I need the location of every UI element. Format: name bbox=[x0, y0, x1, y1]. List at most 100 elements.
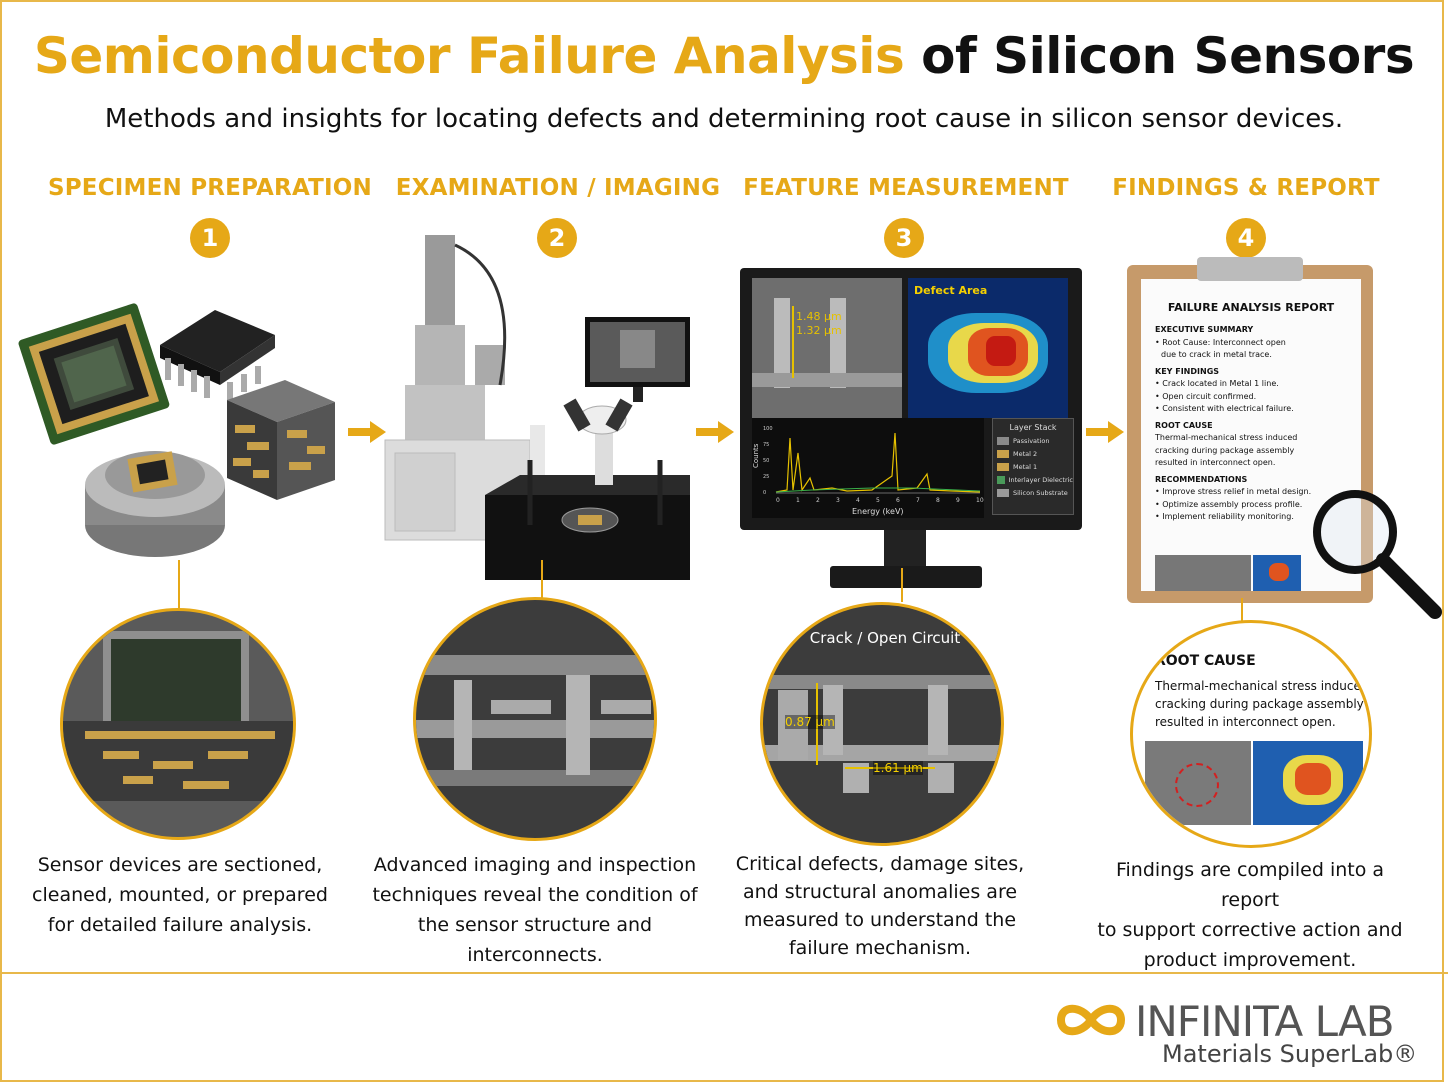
step-4-desc-line: product improvement. bbox=[1143, 949, 1357, 971]
sem-cross-section-panel: 1.48 µm 1.32 µm bbox=[752, 278, 902, 418]
report-rec-line: • Implement reliability monitoring. bbox=[1155, 512, 1294, 521]
defect-heatmap-panel: Defect Area bbox=[908, 278, 1068, 418]
defect-area-label: Defect Area bbox=[914, 284, 988, 297]
zoom-heatmap-image bbox=[1253, 741, 1363, 825]
report-clipboard: FAILURE ANALYSIS REPORT EXECUTIVE SUMMAR… bbox=[1127, 257, 1373, 603]
measurement-label-1: 0.87 µm bbox=[785, 715, 835, 729]
zoom-circle-specimen bbox=[60, 608, 296, 840]
layer-label: Metal 1 bbox=[1013, 463, 1038, 471]
layer-label: Metal 2 bbox=[1013, 450, 1038, 458]
step-3-desc-line: measured to understand the bbox=[743, 909, 1017, 931]
title-rest: of Silicon Sensors bbox=[921, 27, 1415, 85]
spectrum-x-tick: 1 bbox=[796, 497, 800, 504]
layer-color-swatch bbox=[997, 463, 1009, 471]
specimen-devices-illustration bbox=[18, 303, 335, 557]
step-4-description: Findings are compiled into a report to s… bbox=[1085, 855, 1415, 975]
spectrum-x-tick: 5 bbox=[876, 497, 880, 504]
image-sensor-chip bbox=[18, 303, 170, 445]
report-heatmap-thumbnail bbox=[1253, 555, 1301, 591]
report-root-line: Thermal-mechanical stress induced bbox=[1155, 433, 1298, 442]
arrow-right-icon bbox=[696, 421, 734, 443]
report-key-line: • Crack located in Metal 1 line. bbox=[1155, 379, 1279, 388]
layer-color-swatch bbox=[997, 437, 1009, 445]
step-3-desc-line: failure mechanism. bbox=[788, 937, 972, 959]
zoom-root-cause-head: ROOT CAUSE bbox=[1155, 653, 1256, 669]
zoom-circle-report: ROOT CAUSE Thermal-mechanical stress ind… bbox=[1130, 620, 1372, 848]
spectrum-y-tick: 75 bbox=[763, 442, 769, 448]
spectrum-y-tick: 25 bbox=[763, 474, 769, 480]
layer-stack-item: Metal 2 bbox=[997, 450, 1073, 458]
title-highlight: Semiconductor Failure Analysis bbox=[33, 27, 905, 85]
step-4-desc-line: Findings are compiled into a report bbox=[1115, 859, 1385, 911]
logo-name: INFINITA LAB bbox=[1135, 997, 1395, 1046]
report-exec-head: EXECUTIVE SUMMARY bbox=[1155, 325, 1254, 334]
arrow-right-icon bbox=[1086, 421, 1124, 443]
step-4-desc-line: to support corrective action and bbox=[1097, 919, 1403, 941]
zoom-root-cause-line: cracking during package assembly bbox=[1155, 697, 1364, 711]
layer-stack-item: Passivation bbox=[997, 437, 1073, 445]
step-3-number: 3 bbox=[884, 218, 924, 258]
spectrum-x-tick: 2 bbox=[816, 497, 820, 504]
measurement-label-2: 1.61 µm bbox=[873, 761, 923, 775]
connector-line-1 bbox=[178, 560, 180, 618]
step-2-desc-line: techniques reveal the condition of bbox=[372, 884, 698, 906]
spectrum-x-tick: 9 bbox=[956, 497, 960, 504]
report-root-line: resulted in interconnect open. bbox=[1155, 458, 1276, 467]
spectrum-y-tick: 0 bbox=[763, 490, 766, 496]
spectrum-x-tick: 7 bbox=[916, 497, 920, 504]
footer-divider bbox=[0, 972, 1448, 974]
soic-package bbox=[160, 310, 275, 400]
step-3-desc-line: Critical defects, damage sites, bbox=[735, 853, 1025, 875]
report-exec-line: • Root Cause: Interconnect open bbox=[1155, 337, 1286, 347]
report-key-head: KEY FINDINGS bbox=[1155, 366, 1220, 376]
stereo-microscope bbox=[485, 398, 690, 580]
step-4-number: 4 bbox=[1226, 218, 1266, 258]
layer-stack-item: Silicon Substrate bbox=[997, 489, 1073, 497]
layer-color-swatch bbox=[997, 476, 1005, 484]
report-rec-line: • Optimize assembly process profile. bbox=[1155, 499, 1303, 509]
step-2-number: 2 bbox=[537, 218, 577, 258]
report-root-head: ROOT CAUSE bbox=[1155, 420, 1213, 430]
page-title: Semiconductor Failure Analysis of Silico… bbox=[0, 26, 1448, 86]
step-1-desc-line: cleaned, mounted, or prepared bbox=[32, 884, 328, 906]
connector-line-4 bbox=[1241, 598, 1243, 622]
step-2-desc-line: Advanced imaging and inspection bbox=[373, 854, 697, 876]
report-key-line: • Open circuit confirmed. bbox=[1155, 391, 1257, 401]
spectrum-xlabel: Energy (keV) bbox=[852, 507, 904, 516]
report-root-line: cracking during package assembly bbox=[1155, 445, 1295, 455]
cross-section-block bbox=[227, 380, 335, 500]
step-1-desc-line: Sensor devices are sectioned, bbox=[37, 854, 323, 876]
sem-microscope-illustration bbox=[384, 235, 690, 580]
crack-label: Crack / Open Circuit bbox=[809, 629, 961, 647]
sem-column bbox=[405, 235, 507, 440]
spectrum-x-tick: 6 bbox=[896, 497, 900, 504]
step-1-title: SPECIMEN PREPARATION bbox=[47, 175, 373, 201]
metal-header-package bbox=[85, 451, 225, 557]
measurement-readout-1: 1.48 µm bbox=[796, 310, 842, 323]
layer-color-swatch bbox=[997, 489, 1009, 497]
page-subtitle: Methods and insights for locating defect… bbox=[104, 104, 1344, 134]
layer-label: Passivation bbox=[1013, 437, 1050, 445]
layer-stack-title: Layer Stack bbox=[1009, 423, 1057, 432]
spectrum-x-tick: 3 bbox=[836, 497, 840, 504]
zoom-circle-imaging bbox=[413, 597, 657, 841]
spectrum-x-tick: 4 bbox=[856, 497, 860, 504]
logo-tagline: Materials SuperLab® bbox=[1162, 1040, 1418, 1068]
report-exec-line: due to crack in metal trace. bbox=[1161, 350, 1272, 359]
infinity-logo-icon bbox=[1056, 1004, 1126, 1036]
spectrum-ylabel: Counts bbox=[752, 443, 760, 468]
measurement-readout-2: 1.32 µm bbox=[796, 324, 842, 337]
layer-stack-item: Interlayer Dielectric bbox=[997, 476, 1073, 484]
step-2-title: EXAMINATION / IMAGING bbox=[395, 175, 721, 201]
report-title: FAILURE ANALYSIS REPORT bbox=[1167, 301, 1335, 314]
layer-stack-item: Metal 1 bbox=[997, 463, 1073, 471]
layer-label: Interlayer Dielectric bbox=[1008, 476, 1073, 484]
layer-label: Silicon Substrate bbox=[1013, 489, 1068, 497]
step-3-title: FEATURE MEASUREMENT bbox=[743, 175, 1069, 201]
spectrum-y-tick: 50 bbox=[763, 458, 769, 464]
